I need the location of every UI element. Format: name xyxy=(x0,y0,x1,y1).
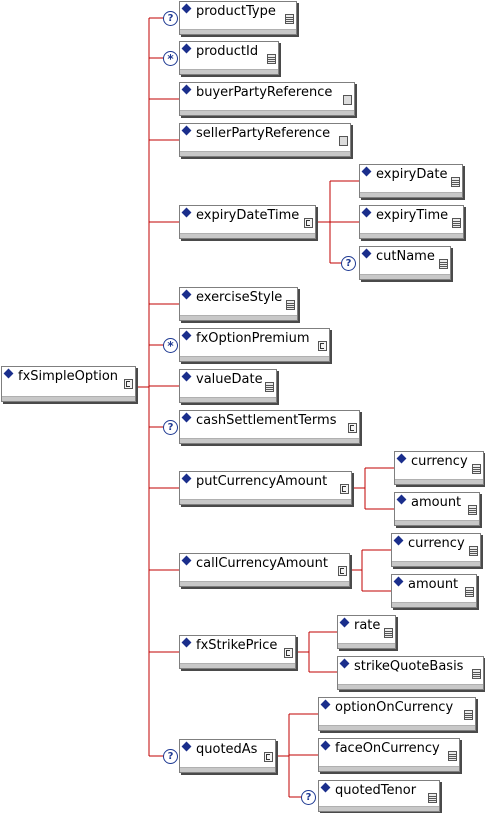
node-put-amount[interactable]: amount xyxy=(394,492,480,526)
node-quotedas[interactable]: quotedAs xyxy=(179,739,276,773)
node-label: fxOptionPremium xyxy=(196,331,310,346)
simple-type-icon xyxy=(464,710,473,720)
node-expirydate[interactable]: expiryDate xyxy=(359,164,463,198)
complex-type-icon xyxy=(124,379,133,389)
complex-type-icon xyxy=(340,484,349,494)
node-label: faceOnCurrency xyxy=(335,741,440,756)
node-label: cashSettlementTerms xyxy=(196,413,337,428)
simple-type-icon xyxy=(439,259,448,269)
optional-badge-icon: ? xyxy=(163,420,178,435)
simple-type-icon xyxy=(469,546,478,556)
node-exercisestyle[interactable]: exerciseStyle xyxy=(179,287,298,321)
node-sellerpartyreference[interactable]: sellerPartyReference xyxy=(179,123,351,157)
simple-type-icon xyxy=(286,300,295,310)
node-faceoncurrency[interactable]: faceOnCurrency xyxy=(318,738,460,772)
simple-type-icon xyxy=(267,54,276,64)
node-productid[interactable]: productId xyxy=(179,41,279,75)
node-label: putCurrencyAmount xyxy=(196,474,328,489)
node-strikequotebasis[interactable]: strikeQuoteBasis xyxy=(337,656,484,690)
simple-type-icon xyxy=(265,382,274,392)
simple-type-icon xyxy=(384,628,393,638)
simple-type-icon xyxy=(428,793,437,803)
node-label: currency xyxy=(408,536,465,551)
simple-type-icon xyxy=(285,14,294,24)
node-cashsettlementterms[interactable]: cashSettlementTerms xyxy=(179,410,360,444)
node-label: expiryTime xyxy=(376,208,449,223)
node-cutname[interactable]: cutName xyxy=(359,246,451,280)
simple-type-icon xyxy=(472,669,481,679)
node-label: valueDate xyxy=(196,372,263,387)
simple-type-icon xyxy=(472,464,481,474)
node-buyerpartyreference[interactable]: buyerPartyReference xyxy=(179,82,355,116)
node-label: quotedAs xyxy=(196,742,258,757)
node-label: optionOnCurrency xyxy=(335,700,454,715)
complex-type-icon xyxy=(318,341,327,351)
complex-type-icon xyxy=(264,752,273,762)
node-label: quotedTenor xyxy=(335,783,417,798)
node-valuedate[interactable]: valueDate xyxy=(179,369,277,403)
repeating-badge-icon: * xyxy=(163,51,178,66)
node-call-amount[interactable]: amount xyxy=(391,574,477,608)
node-label: sellerPartyReference xyxy=(196,126,331,141)
node-label: expiryDateTime xyxy=(196,208,300,223)
simple-type-icon xyxy=(448,751,457,761)
complex-type-icon xyxy=(304,218,313,228)
node-producttype[interactable]: productType xyxy=(179,1,297,35)
node-expirytime[interactable]: expiryTime xyxy=(359,205,464,239)
node-fxstrikeprice[interactable]: fxStrikePrice xyxy=(179,635,296,669)
node-label: fxSimpleOption xyxy=(18,369,119,384)
node-label: callCurrencyAmount xyxy=(196,556,328,571)
node-callcurrencyamount[interactable]: callCurrencyAmount xyxy=(179,553,350,587)
node-label: strikeQuoteBasis xyxy=(354,659,464,674)
node-label: expiryDate xyxy=(376,167,448,182)
node-label: exerciseStyle xyxy=(196,290,283,305)
complex-type-icon xyxy=(338,566,347,576)
node-optiononcurrency[interactable]: optionOnCurrency xyxy=(318,697,476,731)
empty-type-icon xyxy=(343,95,352,105)
node-label: rate xyxy=(354,618,381,633)
node-label: amount xyxy=(408,577,459,592)
node-call-currency[interactable]: currency xyxy=(391,533,481,567)
optional-badge-icon: ? xyxy=(341,256,356,271)
simple-type-icon xyxy=(451,177,460,187)
node-expirydatetime[interactable]: expiryDateTime xyxy=(179,205,316,239)
node-put-currency[interactable]: currency xyxy=(394,451,484,485)
node-label: productType xyxy=(196,4,276,19)
node-fxoptionpremium[interactable]: fxOptionPremium xyxy=(179,328,330,362)
node-putcurrencyamount[interactable]: putCurrencyAmount xyxy=(179,471,352,505)
node-label: fxStrikePrice xyxy=(196,638,278,653)
node-label: buyerPartyReference xyxy=(196,85,333,100)
node-fxsimpleoption[interactable]: fxSimpleOption xyxy=(1,366,136,402)
complex-type-icon xyxy=(284,648,293,658)
empty-type-icon xyxy=(339,136,348,146)
node-quotedtenor[interactable]: quotedTenor xyxy=(318,780,440,812)
optional-badge-icon: ? xyxy=(163,11,178,26)
simple-type-icon xyxy=(468,505,477,515)
complex-type-icon xyxy=(348,423,357,433)
node-label: cutName xyxy=(376,249,435,264)
node-label: productId xyxy=(196,44,259,59)
optional-badge-icon: ? xyxy=(163,749,178,764)
node-label: currency xyxy=(411,454,468,469)
node-rate[interactable]: rate xyxy=(337,615,396,649)
repeating-badge-icon: * xyxy=(163,338,178,353)
simple-type-icon xyxy=(452,218,461,228)
simple-type-icon xyxy=(465,587,474,597)
optional-badge-icon: ? xyxy=(301,790,316,805)
connector-lines xyxy=(136,17,394,798)
node-label: amount xyxy=(411,495,462,510)
